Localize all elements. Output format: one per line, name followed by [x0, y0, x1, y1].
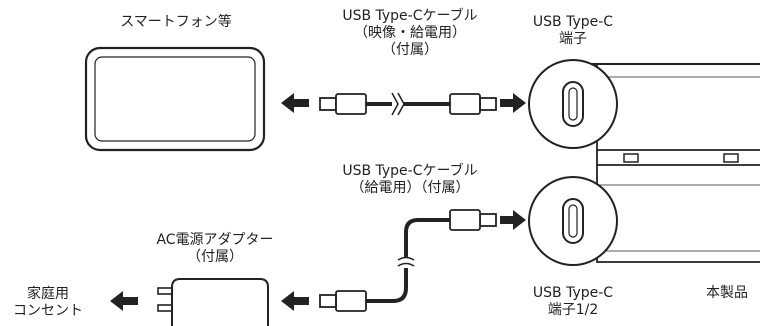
right-arrow-icon — [500, 93, 526, 113]
bottom-cable-label: USB Type-Cケーブル （給電用）（付属） — [342, 163, 478, 196]
top-cable-illustration — [281, 92, 526, 116]
left-arrow-icon — [281, 291, 309, 311]
bottom-port-label: USB Type-C 端子1/2 — [532, 285, 614, 318]
outlet-label: 家庭用 コンセント — [13, 286, 83, 319]
top-port-label: USB Type-C 端子 — [532, 14, 614, 47]
product-label: 本製品 — [706, 285, 748, 301]
bottom-cable-illustration — [281, 209, 526, 312]
smartphone-label: スマートフォン等 — [120, 14, 232, 30]
smartphone-illustration — [84, 46, 266, 152]
top-port-illustration — [528, 59, 618, 149]
bottom-port-illustration — [528, 176, 618, 266]
left-arrow-icon — [110, 291, 138, 311]
top-cable-label: USB Type-Cケーブル （映像・給電用） （付属） — [342, 8, 478, 58]
ac-adapter-label: AC電源アダプター （付属） — [156, 232, 274, 265]
left-arrow-icon — [281, 93, 309, 113]
right-arrow-icon — [500, 210, 526, 230]
ac-adapter-illustration — [110, 278, 269, 326]
